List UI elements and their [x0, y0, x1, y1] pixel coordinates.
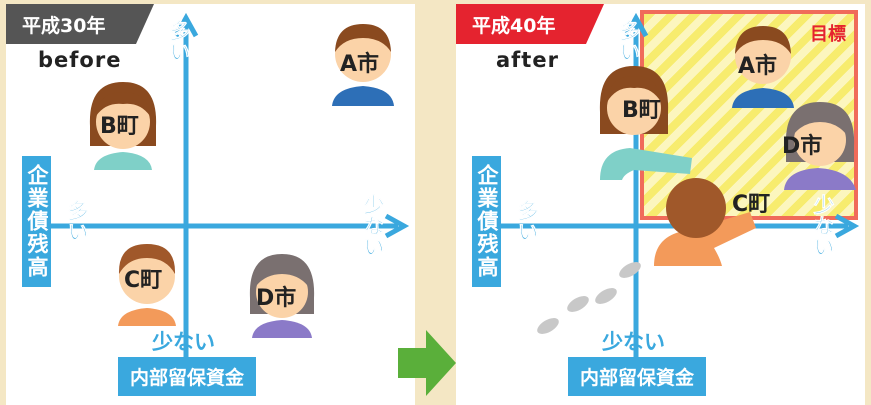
before-person-a: [332, 24, 394, 106]
before-person-d: [249, 254, 315, 338]
after-x-left-label: 多い: [515, 200, 540, 243]
after-label-b: B町: [622, 98, 661, 123]
after-year-tag: 平成40年: [456, 4, 604, 44]
footprints-icon: [537, 262, 641, 334]
before-subtitle: before: [38, 48, 122, 72]
after-person-a: [732, 26, 794, 108]
before-x-arrowhead: [384, 213, 410, 239]
before-x-axis-title: 内部留保資金: [118, 357, 257, 396]
before-year-tag: 平成30年: [6, 4, 154, 44]
before-axes: [50, 12, 410, 396]
before-label-b: B町: [100, 114, 139, 139]
before-label-a: A市: [340, 52, 380, 77]
before-y-axis-title: 企業債残高: [22, 156, 51, 287]
after-label-a: A市: [738, 54, 778, 79]
before-y-top-label: 多い: [167, 20, 192, 63]
after-x-right-label: 少ない: [811, 194, 836, 258]
after-person-c: [654, 178, 756, 266]
goal-label: 目標: [810, 24, 846, 45]
after-person-b: [599, 66, 692, 180]
after-x-axis-title: 内部留保資金: [568, 357, 707, 396]
after-subtitle: after: [496, 48, 559, 72]
after-panel: 目標 平成40年 after 多い 少ない 多い 少ない 企業債残高 内部留保資…: [456, 4, 865, 405]
before-label-d: D市: [256, 286, 297, 311]
after-label-c: C町: [732, 192, 771, 217]
before-x-right-label: 少ない: [361, 194, 386, 258]
before-person-b: [89, 82, 157, 170]
before-x-left-label: 多い: [65, 200, 90, 243]
before-person-c: [118, 244, 176, 326]
after-y-arrowhead: [623, 12, 649, 38]
before-y-bottom-label: 少ない: [152, 330, 215, 354]
after-person-d: [784, 102, 856, 190]
after-y-bottom-label: 少ない: [602, 330, 665, 354]
before-y-arrowhead: [173, 12, 199, 38]
transition-arrow-icon: [398, 330, 456, 396]
after-y-axis-title: 企業債残高: [472, 156, 501, 287]
before-label-c: C町: [124, 268, 163, 293]
after-x-arrowhead: [834, 213, 860, 239]
before-panel: 平成30年 before 多い 少ない 多い 少ない 企業債残高 内部留保資金 …: [6, 4, 415, 405]
after-y-top-label: 多い: [617, 20, 642, 63]
after-label-d: D市: [782, 134, 823, 159]
